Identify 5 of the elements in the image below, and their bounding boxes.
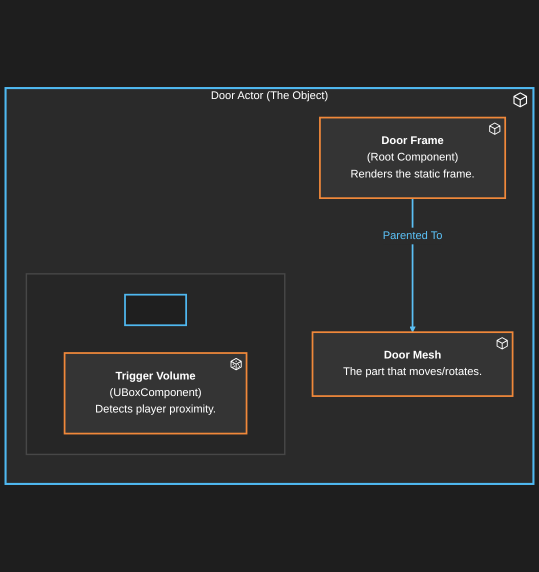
node-box: Door Frame (Root Component) Renders the static frame. [319,116,506,200]
node-box: Trigger Volume (UBoxComponent) Detects player proximity. [64,352,248,434]
edge-label: Parented To [382,230,442,242]
node-box: Door Mesh The part that moves/rotates. [312,331,514,397]
node-box [124,294,187,326]
